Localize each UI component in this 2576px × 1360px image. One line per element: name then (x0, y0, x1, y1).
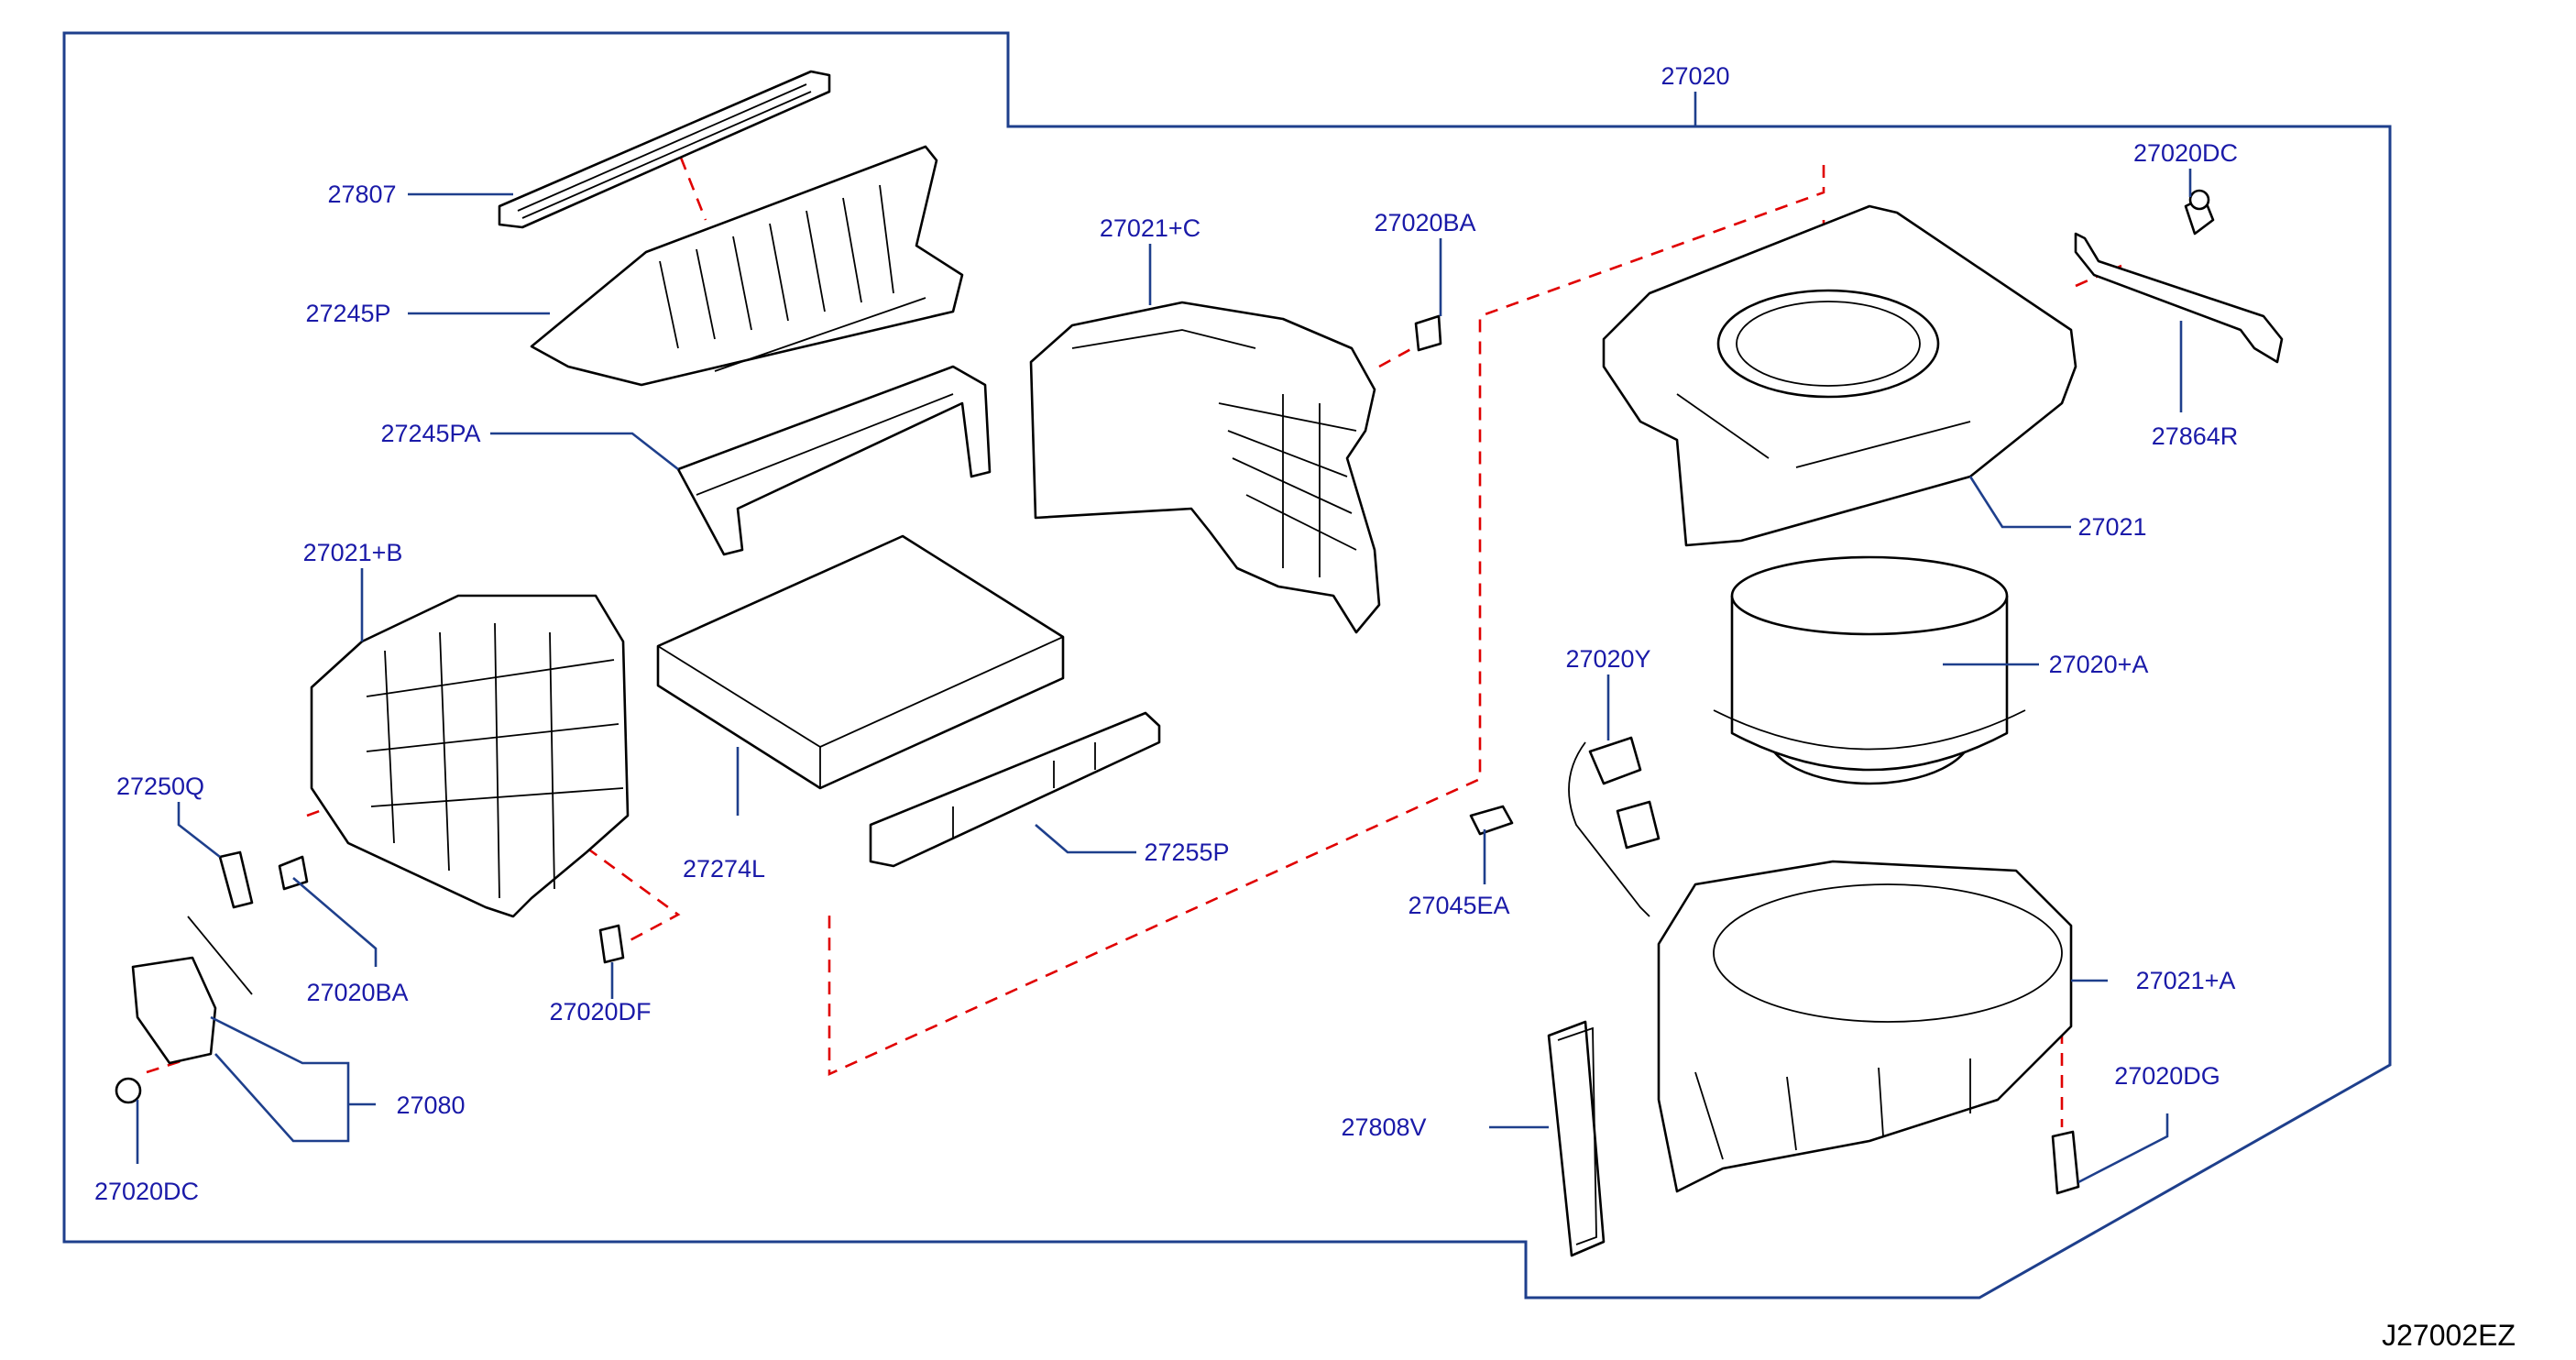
part-27245PA-frame (676, 365, 992, 556)
part-27020DC-bolt-bottom (115, 1077, 142, 1104)
label-27250Q: 27250Q (116, 773, 204, 800)
label-27020DF: 27020DF (549, 998, 651, 1025)
label-27021: 27021 (2077, 513, 2146, 541)
label-27020A: 27020+A (2049, 651, 2149, 678)
part-27020A-blower-motor (1713, 555, 2026, 785)
part-27255P-grille (869, 711, 1161, 868)
part-27245P-housing (530, 145, 964, 387)
label-27807: 27807 (327, 181, 396, 208)
part-27274L-filter (656, 534, 1065, 790)
leader-lines (136, 92, 2192, 1184)
label-27245PA: 27245PA (380, 420, 480, 447)
label-27020BA-top: 27020BA (1374, 209, 1475, 236)
part-27020BA-clip-top (1414, 314, 1442, 352)
part-27021A-lower-case (1657, 860, 2073, 1193)
label-27045EA: 27045EA (1408, 892, 1509, 919)
part-27021-upper-case (1602, 204, 2077, 547)
label-27255P: 27255P (1144, 839, 1229, 866)
label-27021A: 27021+A (2136, 967, 2236, 994)
label-27021B: 27021+B (303, 539, 403, 566)
label-27080: 27080 (396, 1091, 465, 1119)
part-27045EA-sensor (1469, 805, 1514, 836)
label-27020DC-top: 27020DC (2133, 139, 2238, 167)
part-27020DF-screw (598, 924, 625, 964)
part-27020Y-harness (1568, 736, 1661, 917)
part-27020BA-clip-bottom (278, 855, 309, 891)
label-27274L: 27274L (683, 855, 765, 883)
part-27080-actuator (131, 916, 253, 1065)
part-27021C-duct (1029, 301, 1381, 634)
part-27020DC-bolt-top (2184, 189, 2215, 236)
label-27021C: 27021+C (1100, 214, 1200, 242)
part-27807-seal (498, 70, 831, 229)
label-27020DG: 27020DG (2114, 1062, 2220, 1090)
assembly-frame (62, 31, 2392, 1300)
label-27808V: 27808V (1341, 1113, 1426, 1141)
diagram-reference-code: J27002EZ (2382, 1319, 2516, 1352)
label-27864R: 27864R (2152, 422, 2239, 450)
part-27864R-bracket (2074, 232, 2284, 364)
label-27020Y: 27020Y (1565, 645, 1650, 673)
label-27020BA-bottom: 27020BA (306, 979, 408, 1006)
label-27020DC-bottom: 27020DC (94, 1178, 199, 1205)
part-27808V-seal (1547, 1020, 1606, 1257)
part-27020DG-screw (2051, 1130, 2080, 1195)
label-27020: 27020 (1661, 62, 1729, 90)
part-27021B-heater-case (310, 594, 630, 918)
part-27250Q-lever (218, 850, 254, 909)
label-27245P: 27245P (305, 300, 390, 327)
part-labels: 27020 27807 27245P 27245PA 27021+C 27020… (94, 62, 2238, 1205)
